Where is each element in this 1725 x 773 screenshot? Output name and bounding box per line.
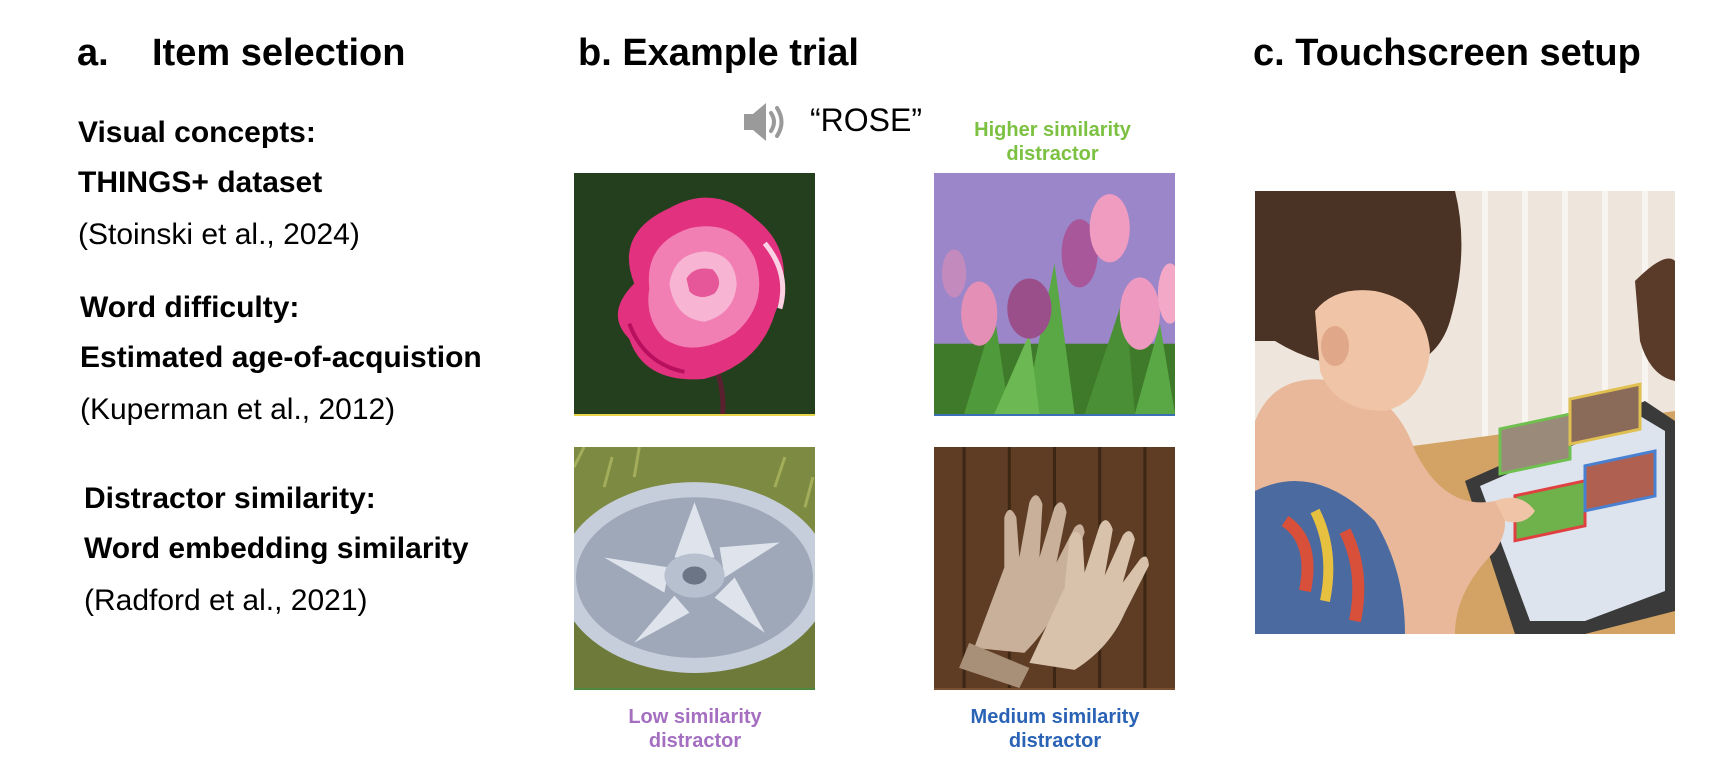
group-word-heading: Word difficulty: — [80, 291, 300, 324]
group-visual-detail: THINGS+ dataset — [78, 166, 323, 199]
group-distractor-citation: (Radford et al., 2021) — [84, 584, 368, 617]
group-word-citation: (Kuperman et al., 2012) — [80, 393, 396, 426]
group-visual-heading: Visual concepts: — [78, 116, 316, 149]
panel-c-title: c. Touchscreen setup — [1253, 32, 1641, 74]
group-distractor-detail: Word embedding similarity — [84, 532, 469, 565]
panel-b-title: b. Example trial — [578, 32, 859, 74]
panel-a-label: a. — [77, 32, 109, 74]
group-word-detail: Estimated age-of-acquistion — [80, 341, 482, 374]
tulips-image[interactable] — [934, 173, 1175, 416]
spoken-word: “ROSE” — [810, 102, 922, 138]
speaker-icon — [742, 100, 790, 144]
label-low-line2: distractor — [648, 730, 742, 752]
label-low-line1: Low similarity — [628, 706, 762, 728]
group-distractor-heading: Distractor similarity: — [84, 482, 376, 515]
label-medium-line2: distractor — [1008, 730, 1102, 752]
touchscreen-photo[interactable] — [1255, 191, 1675, 634]
label-medium-line1: Medium similarity — [970, 706, 1140, 728]
label-higher-line1: Higher similarity — [974, 119, 1131, 141]
panel-a-title: Item selection — [152, 32, 406, 74]
gloves-image[interactable] — [934, 447, 1175, 690]
label-higher-line2: distractor — [1006, 143, 1099, 165]
group-visual-citation: (Stoinski et al., 2024) — [78, 218, 360, 251]
hubcap-image[interactable] — [574, 447, 815, 690]
rose-image[interactable] — [574, 173, 815, 416]
